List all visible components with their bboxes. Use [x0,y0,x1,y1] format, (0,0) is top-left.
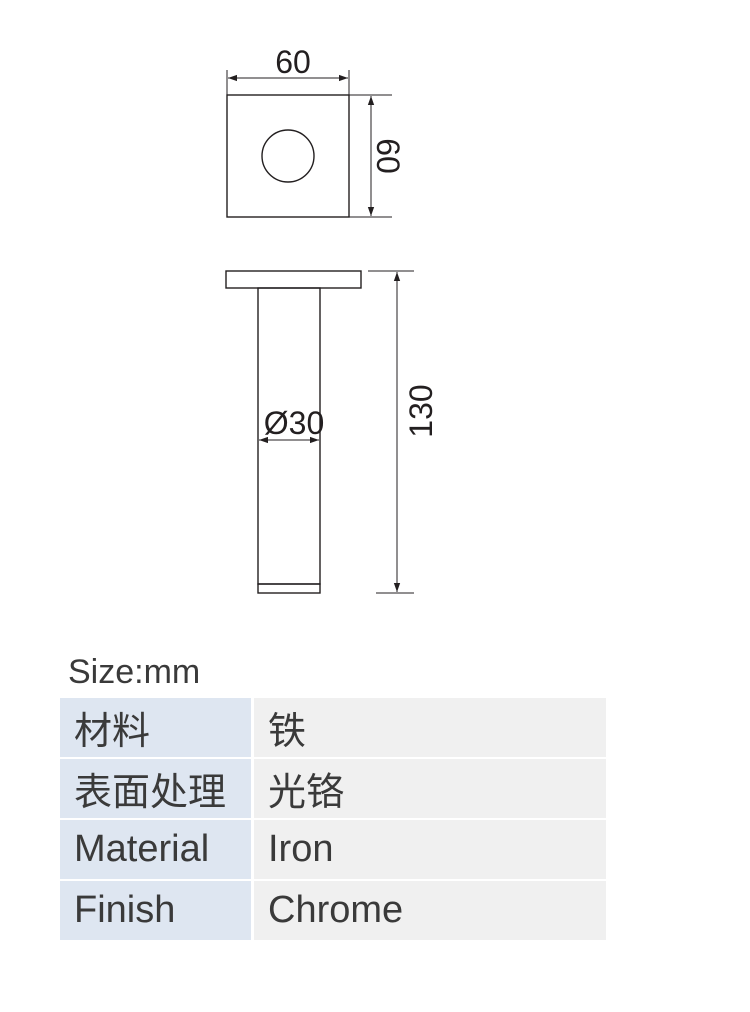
top-view-tube-circle [261,129,315,183]
top-view: 60 60 [226,44,406,218]
side-view-foot-cap [257,583,321,594]
top-height-label: 60 [370,138,406,174]
spec-key: 材料 [60,698,254,759]
spec-row-material-en: Material Iron [60,820,606,881]
top-width-label: 60 [275,44,311,80]
spec-row-finish-en: Finish Chrome [60,881,606,942]
side-height-label: 130 [403,384,439,437]
spec-value: Iron [254,820,606,881]
side-view: Ø30 130 [225,270,439,594]
technical-drawing: 60 60 Ø30 130 [225,44,439,594]
spec-table: 材料 铁 表面处理 光铬 Material Iron Finish Chrome [60,698,606,942]
side-view-top-plate [225,270,362,289]
spec-row-finish-cn: 表面处理 光铬 [60,759,606,820]
side-diameter-label: Ø30 [264,405,324,441]
spec-key: Finish [60,881,254,942]
spec-value: 光铬 [254,759,606,820]
top-view-square-plate [226,94,350,218]
spec-key: Material [60,820,254,881]
spec-row-material-cn: 材料 铁 [60,698,606,759]
spec-key: 表面处理 [60,759,254,820]
spec-value: Chrome [254,881,606,942]
spec-value: 铁 [254,698,606,759]
size-unit-label: Size:mm [68,653,201,691]
